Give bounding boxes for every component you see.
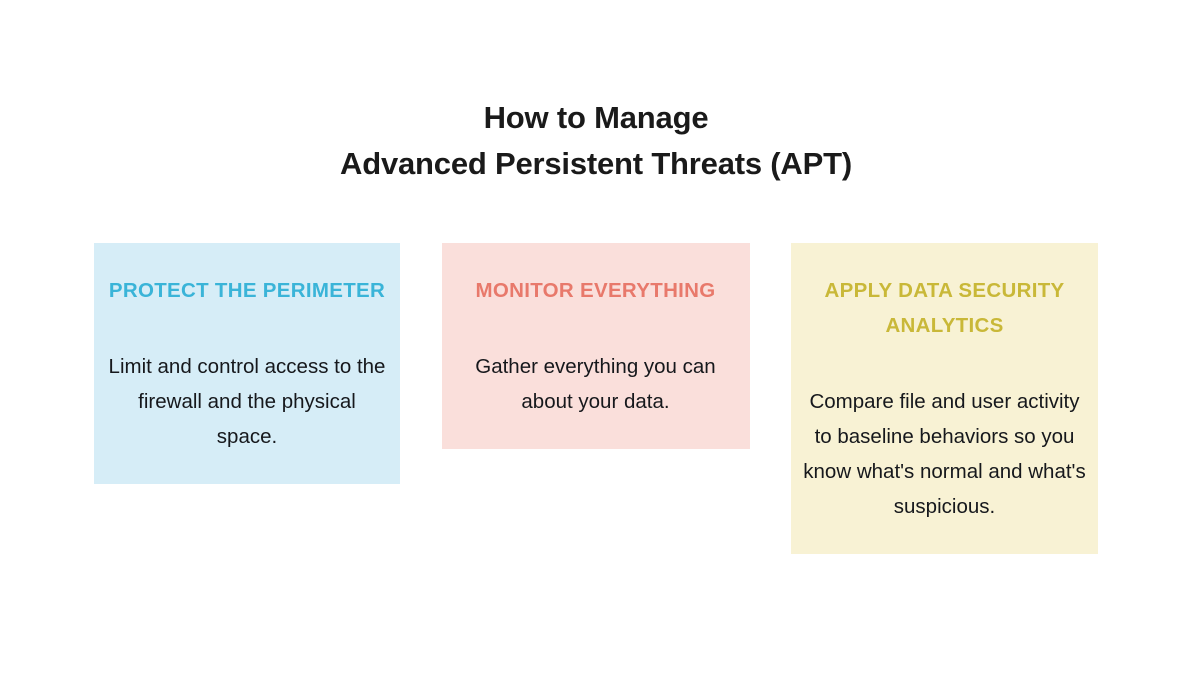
card-monitor-everything: MONITOR EVERYTHING Gather everything you… — [441, 243, 750, 449]
tips-card-row: PROTECT THE PERIMETER Limit and control … — [94, 243, 1098, 554]
page-title: How to Manage Advanced Persistent Threat… — [0, 95, 1192, 187]
card-heading-monitor-everything: MONITOR EVERYTHING — [475, 279, 716, 302]
card-body-monitor-everything: Gather everything you can about your dat… — [475, 355, 716, 413]
page-title-line-2: Advanced Persistent Threats (APT) — [340, 145, 852, 181]
card-body-protect-the-perimeter: Limit and control access to the firewall… — [108, 355, 386, 448]
card-heading-apply-data-security-analytics: APPLY DATA SECURITY ANALYTICS — [824, 279, 1065, 337]
card-apply-data-security-analytics: APPLY DATA SECURITY ANALYTICS Compare fi… — [791, 243, 1098, 554]
card-protect-the-perimeter: PROTECT THE PERIMETER Limit and control … — [94, 243, 400, 484]
card-body-apply-data-security-analytics: Compare file and user activity to baseli… — [803, 390, 1086, 518]
page-title-line-1: How to Manage — [483, 99, 709, 135]
card-heading-protect-the-perimeter: PROTECT THE PERIMETER — [108, 279, 386, 302]
